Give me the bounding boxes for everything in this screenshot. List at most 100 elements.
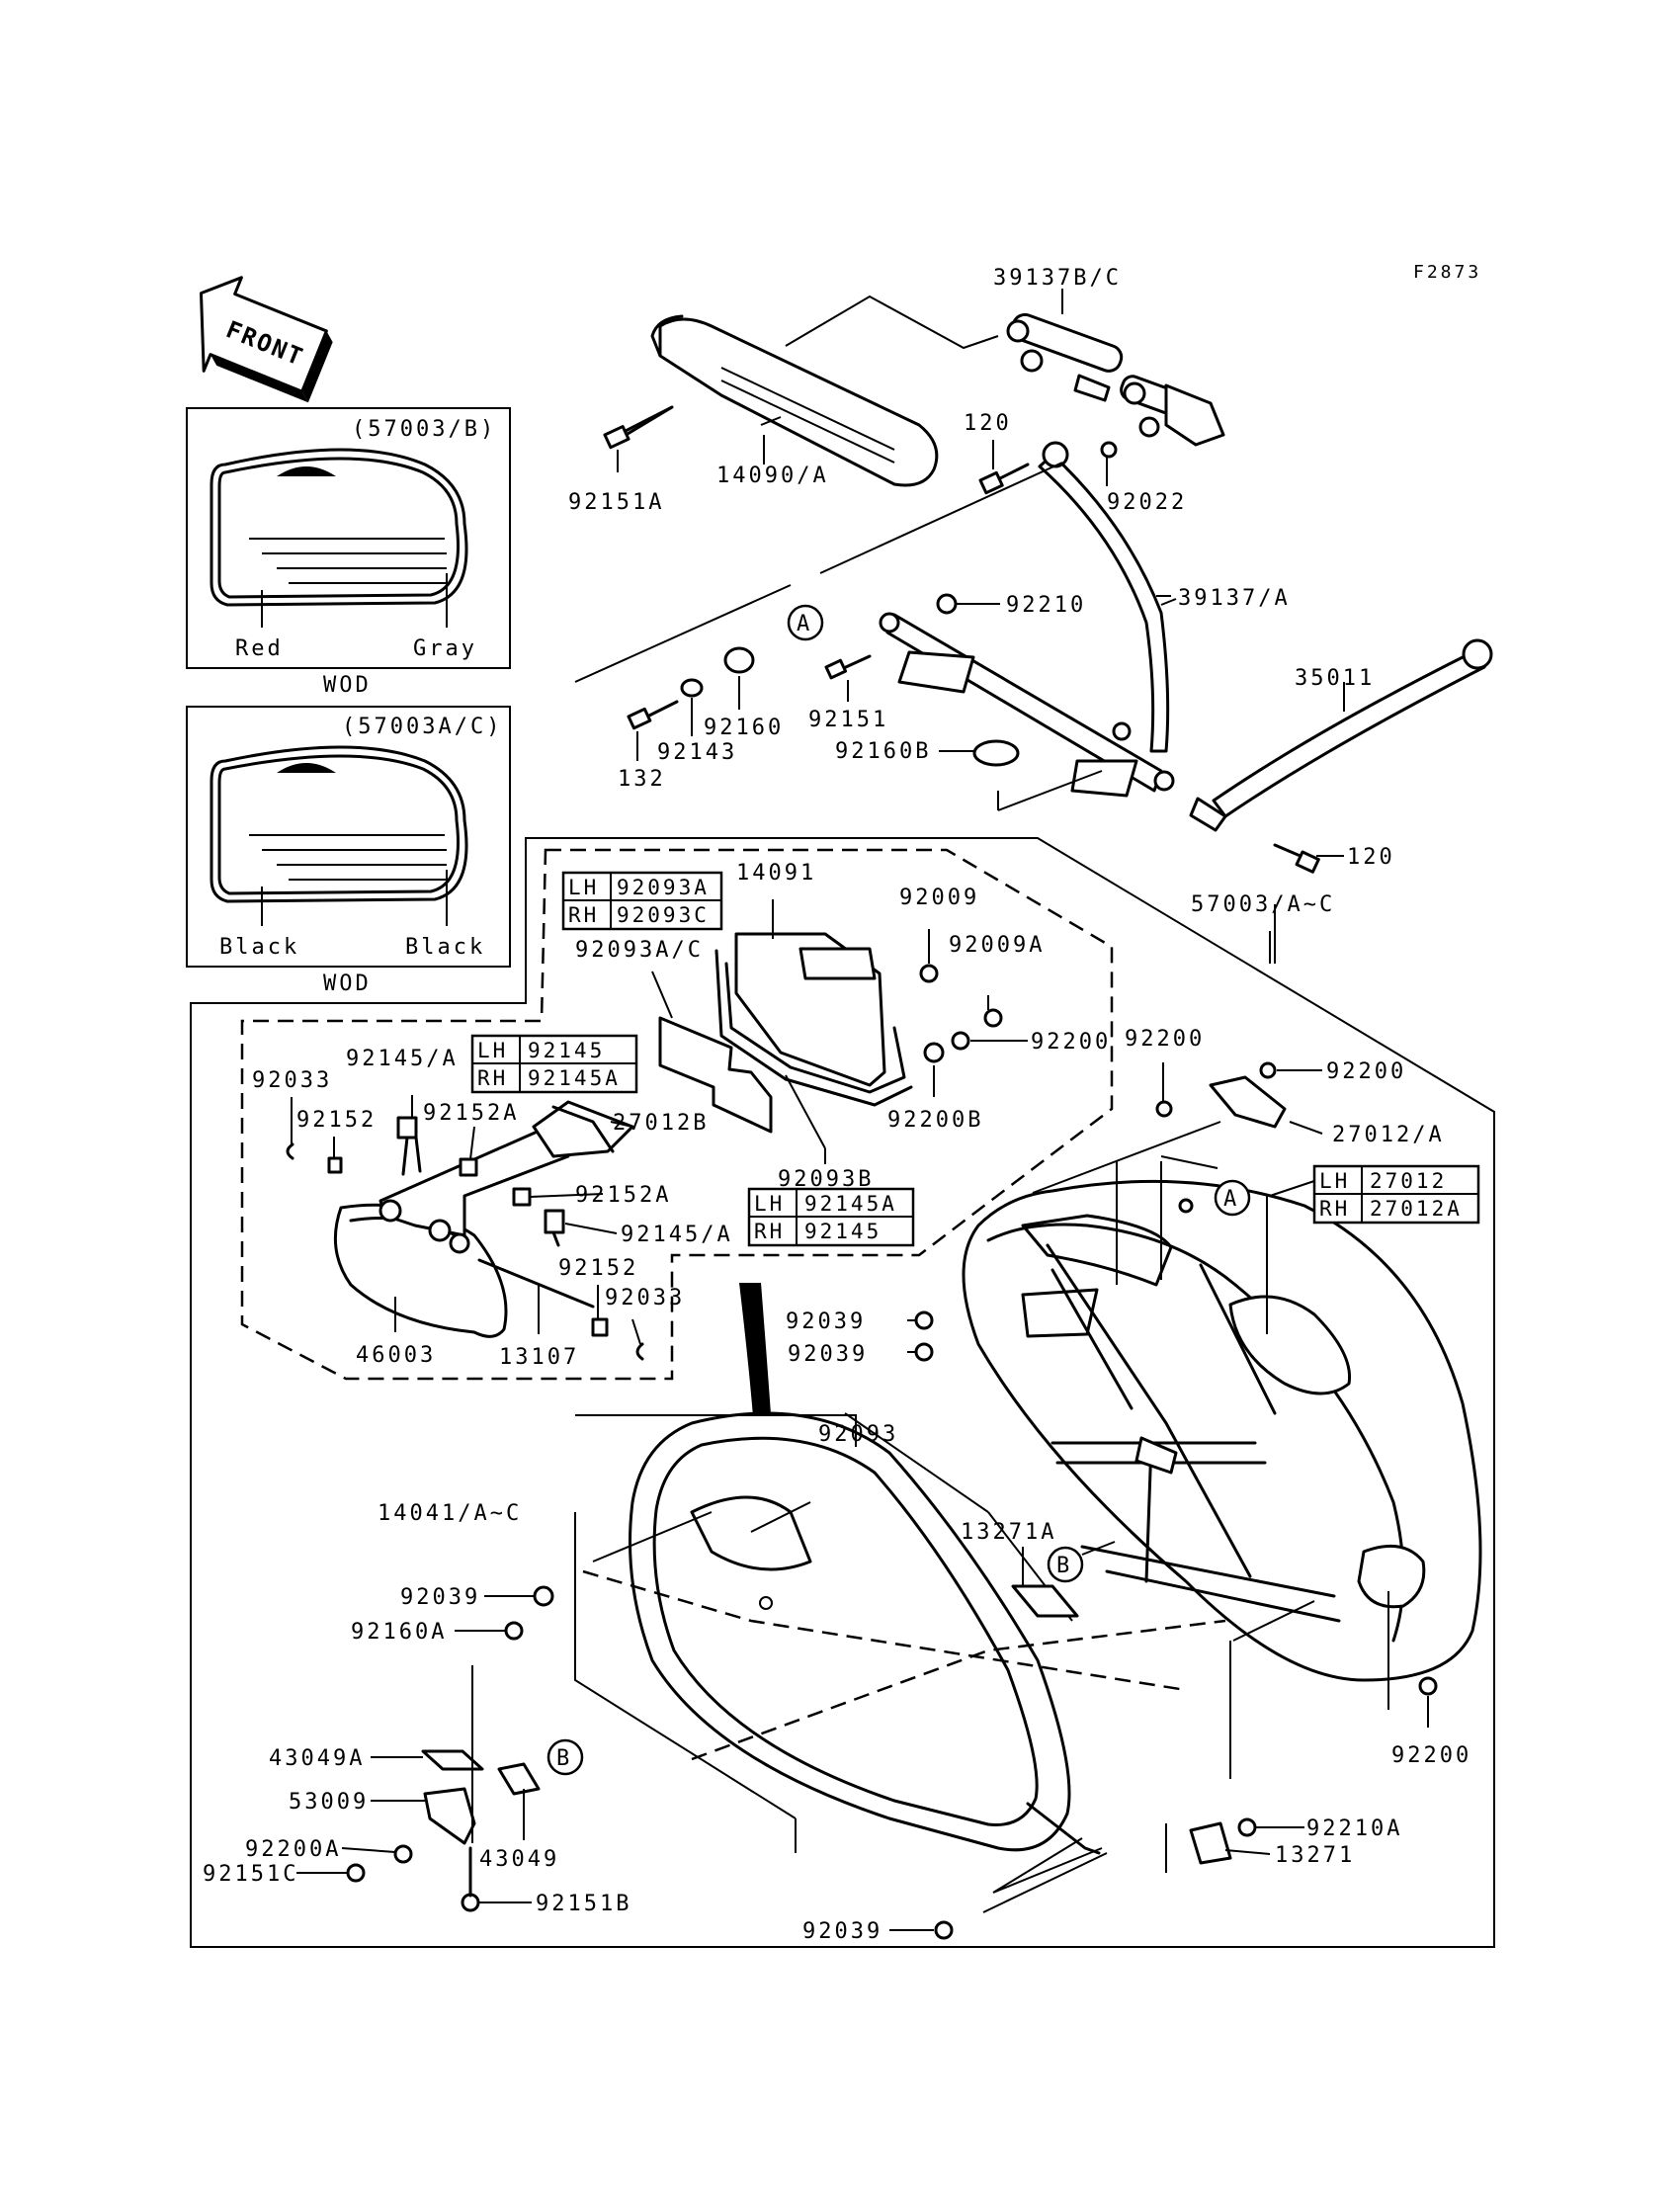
- rail-bracket-39137bc: [1006, 312, 1225, 447]
- leader-lines: [291, 289, 1429, 1931]
- label-92009: 92009: [899, 886, 979, 910]
- lower-bracket: [879, 612, 1175, 798]
- label-92093ac: 92093A/C: [575, 938, 704, 963]
- plate-43049: [497, 1762, 541, 1796]
- label-13271: 13271: [1275, 1843, 1355, 1868]
- label-92039-3: 92039: [400, 1585, 480, 1610]
- callout-a-top-label: A: [797, 612, 812, 636]
- label-13271a: 13271A: [961, 1520, 1056, 1545]
- label-92152-2: 92152: [558, 1256, 638, 1281]
- nut-92210: [936, 593, 958, 615]
- t92145b-r1c1: 92145: [804, 1220, 882, 1243]
- label-53009: 53009: [289, 1790, 369, 1815]
- label-92145a-2: 92145/A: [621, 1223, 733, 1247]
- bracket-27012a: [1209, 1075, 1287, 1129]
- pin-92152a-2: [512, 1187, 532, 1207]
- nut-92200b: [923, 1042, 945, 1063]
- washer-92143: [680, 678, 704, 698]
- grommet-92160b: [972, 739, 1020, 767]
- bolt-92151a: [603, 405, 674, 450]
- callout-a-case-label: A: [1223, 1187, 1239, 1212]
- nut-92200-d: [1418, 1676, 1438, 1696]
- assembly-arrow-icon: [739, 1283, 787, 1473]
- t92145-r1c1: 92145A: [528, 1066, 621, 1090]
- label-92022: 92022: [1107, 490, 1187, 515]
- t92093-r0c1: 92093A: [617, 876, 710, 899]
- t92145b-r0c0: LH: [754, 1192, 785, 1216]
- t92093-r1c1: 92093C: [617, 903, 710, 927]
- rail-39137a: [1038, 453, 1170, 753]
- label-57003ac: 57003/A~C: [1191, 892, 1335, 917]
- plate-43049a: [421, 1749, 484, 1771]
- label-92033-1: 92033: [252, 1068, 332, 1093]
- label-92200a: 92200A: [245, 1837, 341, 1862]
- pad-92093ac: [658, 1016, 773, 1134]
- t92145-r0c0: LH: [477, 1039, 508, 1062]
- clip-92033-1: [286, 1142, 294, 1160]
- inset-bottom-left-color: Black: [219, 935, 299, 960]
- bolt-120-right: [1273, 843, 1320, 874]
- t27012-r1c1: 27012A: [1370, 1197, 1463, 1221]
- t92093-r1c0: RH: [568, 903, 599, 927]
- label-92152a-1: 92152A: [423, 1101, 519, 1126]
- label-92151a: 92151A: [568, 490, 664, 515]
- label-92160b: 92160B: [835, 739, 931, 764]
- inset-top-right-color: Gray: [413, 636, 477, 661]
- washer-92200a: [393, 1844, 413, 1864]
- table-92145: LH 92145 RH 92145A: [470, 1034, 638, 1094]
- washer-92022: [1100, 441, 1118, 459]
- inset-bottom-right-color: Black: [405, 935, 485, 960]
- bolt-132: [627, 700, 679, 730]
- label-92210: 92210: [1006, 593, 1086, 618]
- bolt-92039-c: [533, 1585, 554, 1607]
- hinge-53009: [423, 1787, 476, 1845]
- label-92143: 92143: [657, 740, 737, 765]
- figure-code: F2873: [1413, 262, 1481, 283]
- label-43049: 43049: [479, 1847, 559, 1872]
- bolt-92160a: [504, 1621, 524, 1641]
- pin-92152a-1: [459, 1157, 478, 1177]
- label-92033-2: 92033: [605, 1286, 685, 1310]
- label-39137a: 39137/A: [1178, 586, 1291, 611]
- label-92093b: 92093B: [778, 1167, 874, 1192]
- label-92039-1: 92039: [786, 1310, 866, 1334]
- assembly-outline: [190, 837, 1495, 1948]
- callout-b-case-label: B: [1056, 1554, 1072, 1578]
- label-35011: 35011: [1295, 666, 1375, 691]
- t27012-r0c1: 27012: [1370, 1169, 1447, 1193]
- label-14090a: 14090/A: [716, 464, 829, 488]
- table-92093: LH 92093A RH 92093C: [561, 871, 723, 931]
- t92093-r0c0: LH: [568, 876, 599, 899]
- label-92009a: 92009A: [949, 933, 1045, 958]
- label-92200-c: 92200: [1326, 1059, 1406, 1084]
- label-92210a: 92210A: [1306, 1817, 1402, 1841]
- label-92160: 92160: [704, 716, 784, 740]
- latch-plate-14091: [714, 932, 913, 1107]
- inset-top-left-color: Red: [235, 636, 284, 661]
- label-92151c: 92151C: [203, 1862, 298, 1887]
- label-39137bc: 39137B/C: [993, 266, 1122, 291]
- label-132: 132: [618, 767, 666, 792]
- grab-rail-cover-14090: [650, 314, 939, 487]
- bolt-120-top: [978, 463, 1030, 495]
- inset-top-code: (57003/B): [352, 417, 496, 442]
- t92145-r0c1: 92145: [528, 1039, 605, 1062]
- rod-13107: [477, 1258, 595, 1309]
- table-27012: LH 27012 RH 27012A: [1312, 1164, 1480, 1225]
- plate-13271: [1189, 1821, 1232, 1865]
- color-inset-top: (57003/B) Red Gray: [186, 407, 511, 669]
- color-inset-bottom: (57003A/C) Black Black: [186, 706, 511, 968]
- latch-subassembly-outline: [240, 848, 1114, 1381]
- label-14091: 14091: [736, 861, 816, 886]
- label-27012b: 27012B: [613, 1111, 709, 1136]
- pin-92152-2: [591, 1317, 609, 1337]
- inset-bottom-note: WOD: [323, 972, 372, 996]
- inset-bottom-code: (57003A/C): [342, 715, 502, 739]
- label-92151: 92151: [808, 708, 888, 732]
- spring-92145a-2: [544, 1209, 565, 1234]
- nut-92200-a: [951, 1031, 970, 1051]
- label-46003: 46003: [356, 1343, 436, 1368]
- nut-92200-b: [1155, 1100, 1173, 1118]
- label-92160a: 92160A: [351, 1620, 447, 1645]
